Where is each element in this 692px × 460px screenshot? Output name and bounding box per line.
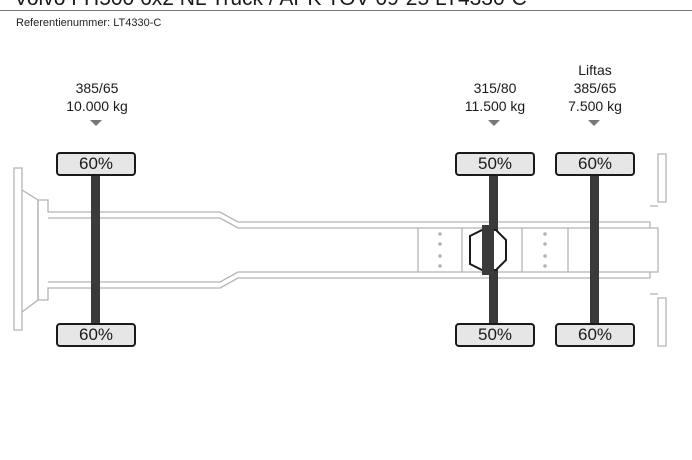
- axle-1-tire-size: 385/65: [75, 80, 119, 96]
- axle-3-load: 7.500 kg: [568, 98, 622, 114]
- axle-2-tire-size: 315/80: [473, 80, 517, 96]
- axle-3-indicator: [588, 120, 600, 126]
- axle-1-bottom-percentage: 60%: [56, 323, 136, 347]
- axle-2-indicator: [488, 120, 500, 126]
- axle-3-name: Liftas: [578, 62, 612, 78]
- rear-bracket-bottom: [657, 297, 667, 347]
- axle-2-load: 11.500 kg: [464, 98, 526, 114]
- frame-holes: [438, 232, 547, 268]
- rear-link: [650, 205, 658, 295]
- differential-housing: [469, 225, 507, 275]
- axle-3-bottom-percentage: 60%: [555, 323, 635, 347]
- axle-1-top-percentage: 60%: [56, 152, 136, 176]
- axle-1-beam: [91, 176, 100, 324]
- reference-number: Referentienummer: LT4330-C: [16, 17, 162, 29]
- listing-title: Volvo FH500 6x2 NL Truck / APK TOV 09-25…: [14, 0, 527, 11]
- cross-member-1: [417, 228, 463, 272]
- axle-2-bottom-percentage: 50%: [455, 323, 535, 347]
- axle-1-indicator: [90, 120, 102, 126]
- axle-3-tire-size: 385/65: [573, 80, 617, 96]
- frame-inner-bottom: [48, 271, 650, 283]
- axle-1-load: 10.000 kg: [66, 98, 128, 114]
- title-divider: [0, 10, 692, 11]
- chassis-frame-outline: [37, 199, 659, 301]
- cross-member-2: [521, 228, 569, 272]
- rear-bracket-top: [657, 153, 667, 203]
- front-bumper: [13, 167, 23, 331]
- front-bracket: [21, 189, 39, 313]
- axle-3-beam: [590, 176, 599, 324]
- frame-inner-top: [48, 217, 650, 229]
- axle-2-top-percentage: 50%: [455, 152, 535, 176]
- axle-3-top-percentage: 60%: [555, 152, 635, 176]
